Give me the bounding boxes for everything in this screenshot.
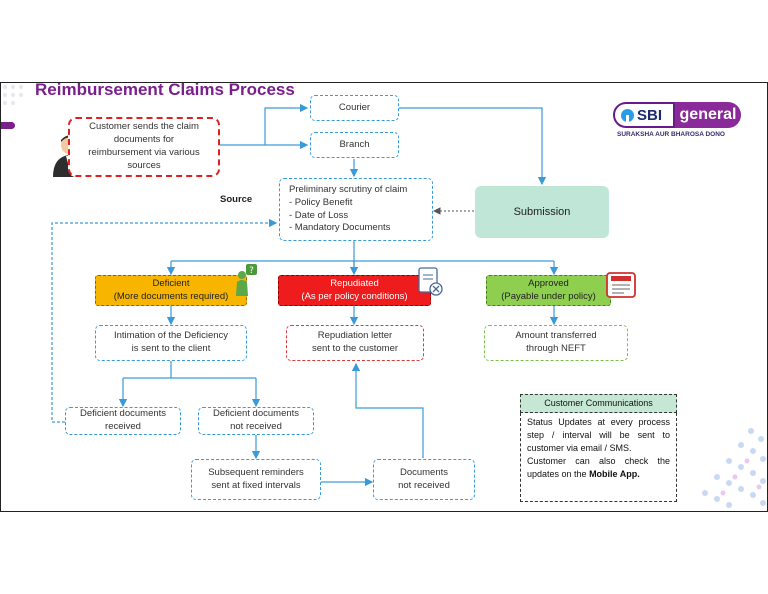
svg-text:?: ? — [249, 266, 254, 276]
approved-document-icon — [606, 272, 636, 298]
slide: Reimbursement Claims Process SBI general… — [0, 82, 768, 512]
purple-accent-tab — [1, 122, 15, 129]
subsequent-reminders-box: Subsequent reminders sent at fixed inter… — [191, 459, 321, 500]
branch-box: Branch — [310, 132, 399, 158]
flow-connectors — [51, 103, 559, 487]
mobile-app-prefix: Customer can also check the updates on t… — [527, 456, 670, 480]
amount-transferred-box: Amount transferred through NEFT — [484, 325, 628, 361]
logo-sbi-part: SBI — [613, 102, 675, 128]
preliminary-scrutiny-box: Preliminary scrutiny of claim - Policy B… — [279, 178, 433, 241]
customer-sends-documents-box: Customer sends the claim documents for r… — [68, 117, 220, 177]
sbi-keyhole-icon — [621, 108, 634, 122]
deficient-status-box: Deficient (More documents required) — [95, 275, 247, 306]
logo-brand: SBI — [637, 106, 663, 124]
communications-status-text: Status Updates at every process step / i… — [527, 417, 670, 454]
documents-not-received-box: Documents not received — [373, 459, 475, 500]
deficient-documents-not-received-box: Deficient documents not received — [198, 407, 314, 435]
deficient-documents-received-box: Deficient documents received — [65, 407, 181, 435]
page-title: Reimbursement Claims Process — [35, 82, 295, 99]
logo-product: general — [675, 102, 741, 128]
mobile-app-label: Mobile App. — [589, 469, 640, 480]
sbi-general-logo: SBI general SURAKSHA AUR BHAROSA DONO — [613, 102, 743, 146]
customer-communications-heading: Customer Communications — [520, 394, 677, 413]
repudiation-letter-box: Repudiation letter sent to the customer — [286, 325, 424, 361]
logo-tagline: SURAKSHA AUR BHAROSA DONO — [617, 131, 725, 138]
communications-mobile-app-text: Customer can also check the updates on t… — [527, 455, 670, 481]
decorative-dots-bottom-right — [702, 428, 766, 508]
submission-box: Submission — [475, 186, 609, 238]
decorative-dots-top-left — [3, 85, 23, 105]
rejected-document-icon — [418, 267, 443, 296]
source-label: Source — [220, 194, 253, 205]
customer-communications-body: Status Updates at every process step / i… — [520, 413, 677, 502]
question-person-icon: ? — [236, 264, 257, 296]
approved-status-box: Approved (Payable under policy) — [486, 275, 611, 306]
repudiated-status-box: Repudiated (As per policy conditions) — [278, 275, 431, 306]
courier-box: Courier — [310, 95, 399, 121]
intimation-of-deficiency-box: Intimation of the Deficiency is sent to … — [95, 325, 247, 361]
